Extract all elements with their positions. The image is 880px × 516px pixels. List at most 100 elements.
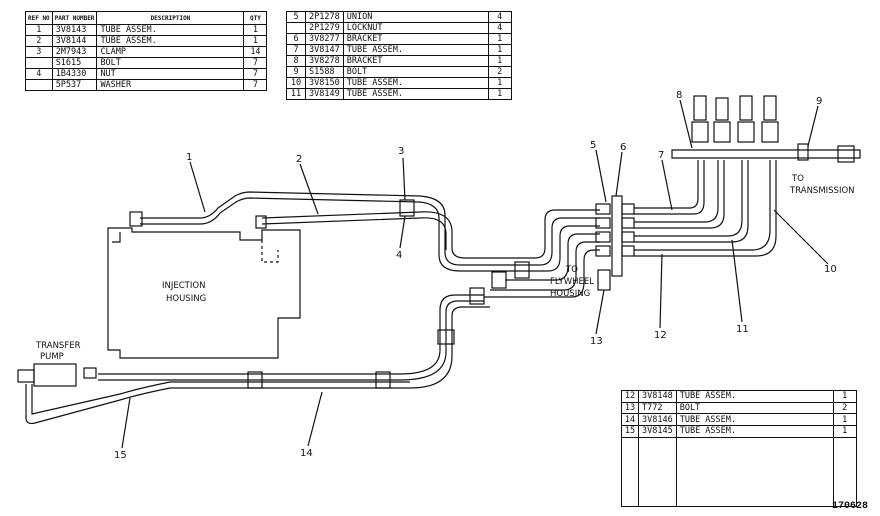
tube-group: [490, 241, 600, 291]
leader-8: [679, 99, 693, 149]
tube-7b: [634, 160, 705, 215]
part-number-cell: 3V8147: [305, 44, 344, 56]
callout-15: 15: [114, 450, 127, 461]
callout-1: 1: [186, 152, 192, 163]
leader-15: [121, 397, 131, 449]
part-number-cell: 3V8146: [638, 413, 677, 427]
injection-housing-label: INJECTION: [162, 281, 205, 291]
leader-12: [659, 253, 663, 329]
tube-12: [634, 160, 771, 251]
callout-9: 9: [816, 96, 822, 107]
ref-cell: 11: [286, 88, 306, 100]
description-cell: [676, 436, 834, 508]
callout-4: 4: [396, 250, 402, 261]
leader-14: [307, 391, 323, 447]
leader-5: [595, 149, 607, 203]
injection-housing-outline: [107, 227, 301, 359]
qty-cell: 1: [832, 390, 857, 403]
parts-table-bottom-right: 12 3V8148 TUBE ASSEM. 1 13 T772 BOLT 2 1…: [621, 390, 857, 508]
callout-5: 5: [590, 140, 596, 151]
tube-14: [98, 294, 484, 375]
leader-9: [807, 105, 819, 147]
leader-1: [189, 161, 206, 213]
leader-13: [595, 289, 605, 335]
table-row: 11 3V8149 TUBE ASSEM. 1: [286, 88, 512, 100]
tube-2-inner: [261, 217, 447, 250]
qty-cell: 1: [832, 413, 857, 427]
clamp: [514, 261, 530, 279]
bolt-13: [597, 269, 611, 291]
qty-cell: 2: [832, 401, 857, 415]
clamp: [491, 271, 507, 289]
tube-group: [512, 225, 600, 272]
fitting: [129, 211, 143, 227]
injection-housing-detail: [112, 232, 121, 243]
part-number-cell: 3V8149: [305, 88, 344, 100]
clamp: [399, 199, 415, 217]
tube-7: [634, 160, 699, 209]
table-row: 8 3V8278 BRACKET 1: [286, 55, 512, 67]
leader-4: [399, 215, 406, 249]
transfer-pump-fitting: [17, 369, 35, 383]
leader-6: [615, 151, 623, 197]
injection-housing-label: HOUSING: [166, 294, 206, 304]
tube-10b: [634, 160, 725, 229]
callout-14: 14: [300, 448, 313, 459]
transmission-fittings: [691, 95, 779, 143]
clamp: [469, 287, 485, 305]
bolt-9: [797, 143, 809, 161]
ref-cell: 14: [621, 413, 639, 427]
leader-3: [402, 157, 406, 201]
injection-housing-detail: [261, 240, 279, 263]
callout-3: 3: [398, 146, 404, 157]
tube-14-inner: [98, 300, 484, 381]
table-row: 5P537 WASHER 7: [25, 79, 268, 91]
to-flywheel-label: FLYWHEEL: [550, 277, 594, 287]
table-row-empty: [621, 436, 857, 508]
tube-2: [261, 211, 512, 259]
callout-10: 10: [824, 264, 837, 275]
leader-2: [299, 163, 319, 215]
tube-1: [140, 191, 512, 266]
qty-cell: 1: [487, 88, 512, 100]
table-row: 13 T772 BOLT 2: [621, 401, 857, 415]
transfer-pump-label: PUMP: [40, 352, 64, 362]
union-group: [595, 203, 635, 257]
tube-group: [512, 209, 600, 259]
tube-11b: [634, 160, 749, 243]
bracket-tab: [837, 145, 855, 163]
fitting: [255, 215, 267, 229]
part-number-cell: T772: [638, 401, 677, 415]
callout-7: 7: [658, 150, 664, 161]
table-row: 7 3V8147 TUBE ASSEM. 1: [286, 44, 512, 56]
part-number-cell: 5P537: [51, 79, 98, 91]
leader-7: [661, 159, 673, 211]
tube-1-inner: [140, 197, 512, 272]
table-row: 14 3V8146 TUBE ASSEM. 1: [621, 413, 857, 427]
tube-group: [512, 217, 600, 266]
tube-11: [634, 160, 743, 237]
to-flywheel-label: TO: [565, 265, 578, 275]
drawing-number: 170628: [831, 501, 868, 512]
callout-13: 13: [590, 336, 603, 347]
qty-cell: 7: [243, 79, 268, 91]
part-number-cell: [638, 436, 677, 508]
parts-table-middle: 5 2P1278 UNION 4 2P1279 LOCKNUT 4 6 3V82…: [286, 11, 512, 100]
leader-10: [773, 209, 829, 265]
transfer-pump-body: [33, 363, 77, 387]
to-transmission-label: TRANSMISSION: [789, 186, 855, 196]
tube-15: [25, 306, 490, 425]
callout-8: 8: [676, 90, 682, 101]
to-transmission-label: TO: [791, 174, 804, 184]
callout-11: 11: [736, 324, 749, 335]
tube-15-inner: [31, 381, 410, 415]
callout-6: 6: [620, 142, 626, 153]
tube-group: [505, 233, 600, 281]
leader-11: [731, 239, 743, 323]
table-row: 12 3V8148 TUBE ASSEM. 1: [621, 390, 857, 403]
ref-cell: 13: [621, 401, 639, 415]
tube-group: [484, 249, 600, 298]
to-flywheel-label: HOUSING: [550, 289, 590, 299]
ref-cell: 12: [621, 390, 639, 403]
